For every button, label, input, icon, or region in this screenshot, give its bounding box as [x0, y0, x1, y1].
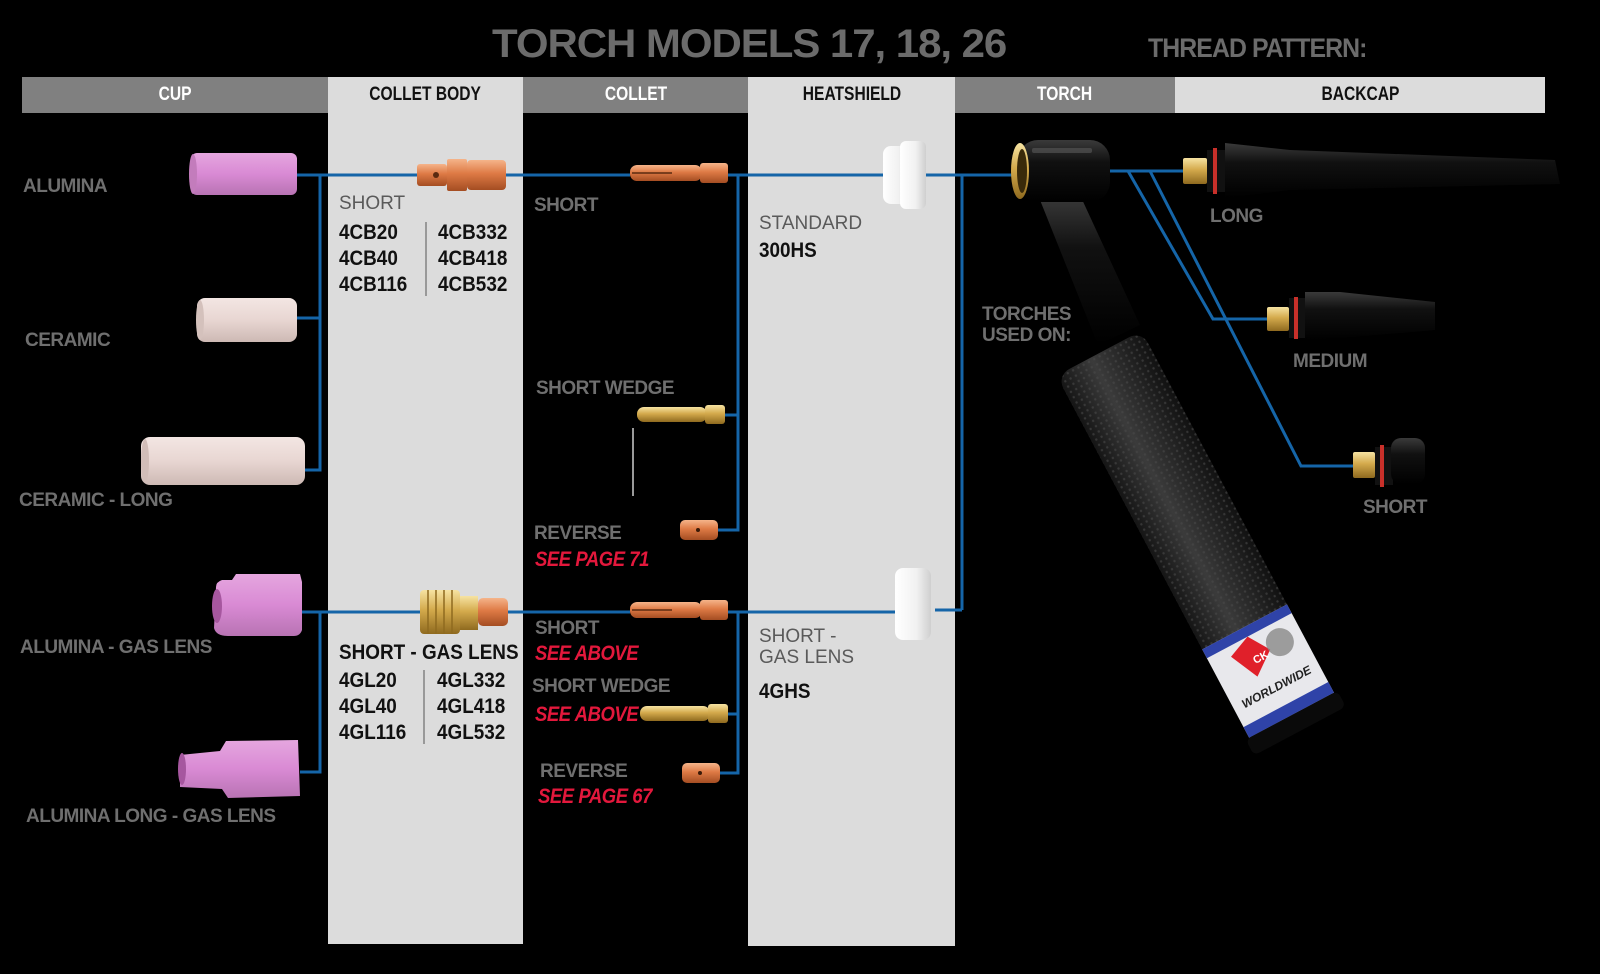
header-torch: TORCH: [955, 77, 1175, 113]
alumina-gas-lens-cup-icon: [212, 574, 302, 636]
ceramic-long-cup-icon: [141, 437, 305, 485]
alumina-cup-icon: [189, 153, 297, 195]
heatshield-code-gas-lens: 4GHS: [759, 680, 811, 703]
heatshield-standard-icon: [883, 141, 926, 209]
see-page-67-link[interactable]: SEE PAGE 67: [538, 785, 652, 808]
collet-body-gas-lens-label: SHORT - GAS LENS: [339, 641, 519, 664]
backcap-long-icon: [1183, 143, 1560, 198]
collet-reverse-lower-icon: [682, 763, 720, 783]
backcap-label-long: LONG: [1210, 206, 1263, 227]
see-above-link-short[interactable]: SEE ABOVE: [535, 642, 639, 665]
heatshield-code-standard: 300HS: [759, 239, 817, 262]
header-backcap: BACKCAP: [1175, 77, 1545, 113]
collet-label-short-wedge: SHORT WEDGE: [536, 378, 675, 399]
wedge-divider: [632, 428, 634, 496]
collet-label-short: SHORT: [534, 195, 599, 216]
heatshield-gas-lens-icon: [895, 568, 931, 640]
collet-label-reverse-lower: REVERSE: [540, 761, 628, 782]
collet-body-gas-lens-divider: [423, 670, 425, 744]
cup-label-ceramic-long: CERAMIC - LONG: [19, 490, 173, 511]
collet-body-short-icon: [417, 159, 506, 191]
collet-short-wedge-lower-icon: [640, 704, 728, 723]
header-collet: COLLET: [523, 77, 748, 113]
collet-short-icon: [630, 163, 728, 183]
heatshield-panel: [748, 77, 955, 946]
torches-used-on-line1: TORCHES: [982, 304, 1072, 325]
collet-short-lower-icon: [630, 600, 728, 620]
collet-label-short-wedge-lower: SHORT WEDGE: [532, 676, 671, 697]
connector-lines: [297, 169, 1358, 775]
backcap-medium-icon: [1267, 292, 1435, 340]
backcap-label-short: SHORT: [1363, 497, 1428, 518]
torch-icon: CK WORLDWIDE: [1011, 140, 1344, 754]
collet-body-gas-lens-icon: [420, 590, 508, 634]
backcap-label-medium: MEDIUM: [1293, 351, 1368, 372]
cup-label-alumina: ALUMINA: [23, 176, 108, 197]
see-page-71-link[interactable]: SEE PAGE 71: [535, 548, 649, 571]
heatshield-label-gas-lens-line1: SHORT -: [759, 626, 837, 647]
collet-body-short-codes-right: 4CB332 4CB418 4CB532: [438, 221, 508, 296]
collet-label-reverse: REVERSE: [534, 523, 622, 544]
collet-body-short-codes-left: 4CB20 4CB40 4CB116: [339, 221, 408, 296]
collet-body-gas-lens-codes-right: 4GL332 4GL418 4GL532: [437, 669, 506, 744]
cup-label-alumina-long-gas-lens: ALUMINA LONG - GAS LENS: [26, 806, 276, 827]
cup-label-alumina-gas-lens: ALUMINA - GAS LENS: [20, 637, 212, 658]
header-collet-body: COLLET BODY: [328, 77, 523, 113]
thread-pattern-title: THREAD PATTERN:: [1148, 33, 1367, 63]
header-heatshield: HEATSHIELD: [748, 77, 955, 113]
collet-short-wedge-icon: [637, 405, 725, 424]
collet-label-short-lower: SHORT: [535, 618, 600, 639]
collet-body-short-divider: [425, 222, 427, 296]
collet-body-panel: [328, 77, 523, 944]
torches-used-on-line2: USED ON:: [982, 325, 1071, 346]
collet-body-short-label: SHORT: [339, 193, 406, 214]
collet-reverse-upper-icon: [680, 520, 718, 540]
collet-body-gas-lens-codes-left: 4GL20 4GL40 4GL116: [339, 669, 407, 744]
heatshield-label-gas-lens-line2: GAS LENS: [759, 647, 855, 668]
see-above-link-wedge[interactable]: SEE ABOVE: [535, 703, 639, 726]
header-cup: CUP: [22, 77, 328, 113]
heatshield-label-standard: STANDARD: [759, 213, 863, 234]
backcap-short-icon: [1353, 438, 1425, 487]
alumina-long-gas-lens-cup-icon: [178, 740, 300, 798]
page-title: TORCH MODELS 17, 18, 26: [492, 22, 1007, 66]
cup-label-ceramic: CERAMIC: [25, 330, 111, 351]
ceramic-cup-icon: [196, 298, 297, 342]
